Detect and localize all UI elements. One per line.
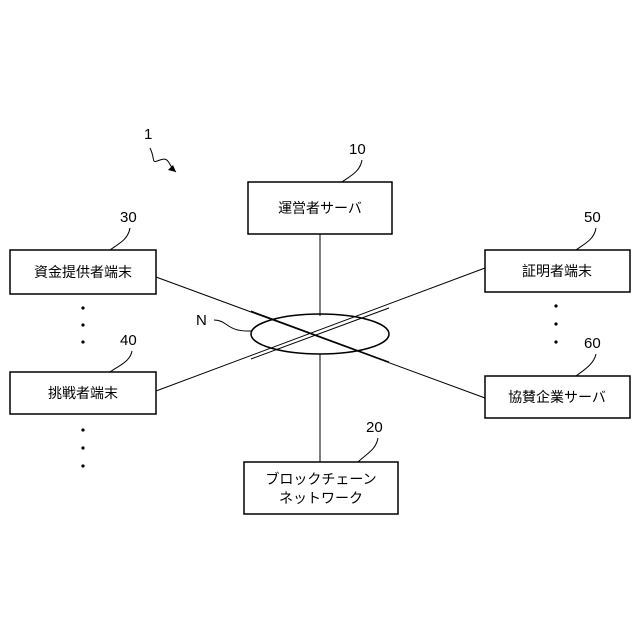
fund-provider-ref: 30 — [120, 209, 137, 226]
ellipsis-dot — [81, 428, 84, 431]
system-ref-arrowhead — [168, 165, 176, 172]
ellipsis-dot — [554, 340, 557, 343]
certifier-ref-leader — [576, 228, 596, 250]
network-ref-leader — [214, 320, 251, 331]
operator-server-ref: 10 — [349, 141, 366, 158]
certifier-label: 証明者端末 — [522, 264, 592, 280]
challenger-label: 挑戦者端末 — [48, 386, 118, 402]
fund-provider-label: 資金提供者端末 — [34, 265, 132, 281]
sponsor-label: 協賛企業サーバ — [508, 389, 606, 406]
ellipsis-dot — [554, 304, 557, 307]
ellipsis-dot — [81, 306, 84, 309]
fund-provider-ref-leader — [110, 228, 130, 250]
blockchain-ref-leader — [358, 438, 378, 462]
ellipsis-dot — [81, 464, 84, 467]
sponsor-ref-leader — [576, 354, 596, 376]
ellipsis-dot — [81, 446, 84, 449]
operator-server-ref-leader — [342, 160, 362, 182]
challenger-ref: 40 — [120, 332, 137, 349]
sponsor-ref: 60 — [584, 335, 601, 352]
blockchain-ref: 20 — [366, 419, 383, 436]
system-ref-label: 1 — [144, 126, 152, 143]
challenger-ref-leader — [110, 351, 132, 372]
network-ref-label: N — [196, 312, 207, 329]
ellipsis-dot — [554, 322, 557, 325]
blockchain-label-line1: ブロックチェーン — [265, 471, 376, 488]
certifier-ref: 50 — [584, 209, 601, 226]
blockchain-label-line2: ネットワーク — [279, 491, 363, 507]
ellipsis-dot — [81, 323, 84, 326]
operator-server-label: 運営者サーバ — [278, 201, 362, 217]
ellipsis-dot — [81, 340, 84, 343]
